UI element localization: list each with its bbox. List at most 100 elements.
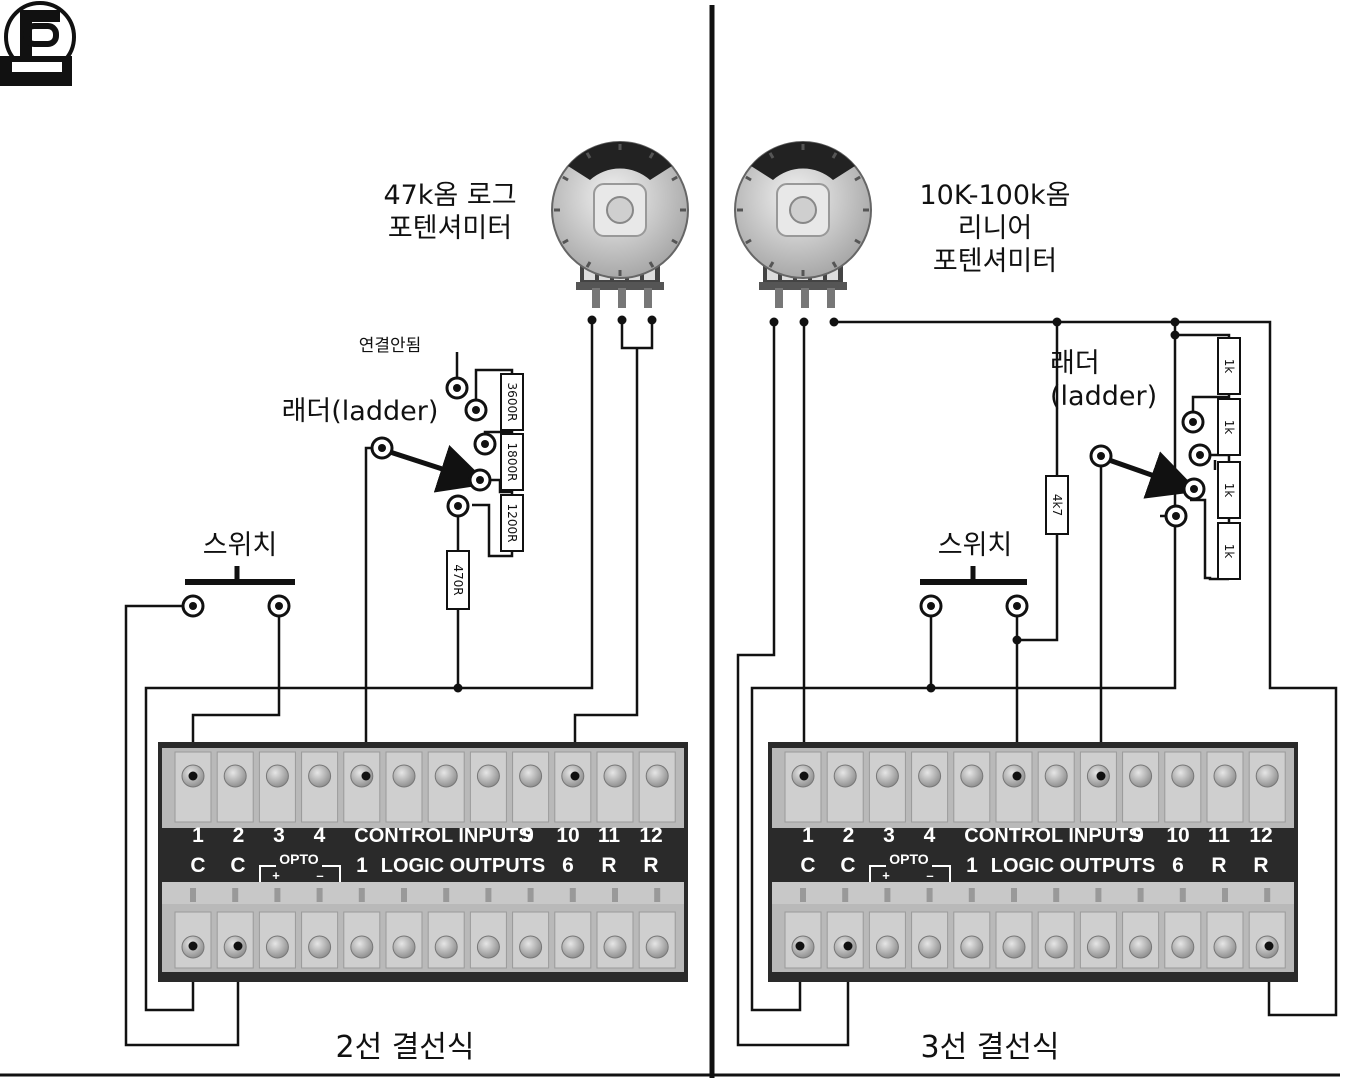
terminal-label: R (601, 854, 616, 877)
control-inputs-label: CONTROL INPUTS (964, 825, 1141, 847)
opto-label: OPTO (889, 851, 929, 867)
junction-dot (1096, 771, 1106, 781)
wire (474, 368, 514, 410)
screw-terminal (519, 935, 543, 959)
terminal-number: 9 (1132, 824, 1144, 847)
terminal-number: 1 (802, 824, 814, 847)
terminal-number: 2 (233, 824, 245, 847)
screw-terminal (308, 935, 332, 959)
left-caption: 2선 결선식 (335, 1030, 475, 1065)
terminal-label: 1 (966, 854, 978, 877)
resistor-4k7: 4k7 (1045, 475, 1069, 535)
resistor-470r: 470R (446, 550, 470, 610)
screw-terminal (1044, 935, 1068, 959)
logo-icon (0, 1, 76, 86)
wire (834, 320, 1338, 1017)
resistor-1200r: 1200R (500, 494, 524, 552)
svg-text:1800R: 1800R (505, 443, 519, 482)
screw-terminal (434, 764, 458, 788)
left-switch-label: 스위치 (202, 530, 278, 561)
right-ladder-label-line1: 래더 (1050, 348, 1100, 379)
screw-terminal (603, 935, 627, 959)
right-pot-label: 10K-100k옴 리니어 포텐셔미터 (895, 180, 1095, 279)
junction-dot (617, 315, 627, 325)
terminal-label: 1 (356, 854, 368, 877)
svg-text:1k: 1k (1222, 359, 1236, 374)
wire (1017, 534, 1059, 642)
screw-terminal (1171, 935, 1195, 959)
resistor-3600r: 3600R (500, 373, 524, 431)
terminal-number: 4 (314, 824, 326, 847)
switch-post-left (181, 594, 205, 618)
junction-dot (1012, 771, 1022, 781)
ladder-post-2 (1188, 443, 1212, 467)
ladder-wiper-post (370, 436, 394, 460)
screw-terminal (960, 935, 984, 959)
resistor-1k-1: 1k (1217, 337, 1241, 395)
wire (573, 348, 639, 776)
svg-text:470R: 470R (451, 564, 465, 595)
screw-terminal (1213, 764, 1237, 788)
screw-terminal (1213, 935, 1237, 959)
terminal-label: 6 (562, 854, 574, 877)
screw-terminal (392, 764, 416, 788)
screw-terminal (833, 764, 857, 788)
junction-dot (843, 941, 853, 951)
screw-terminal (918, 935, 942, 959)
right-switch-label: 스위치 (937, 530, 1013, 561)
right-potentiometer (734, 141, 872, 308)
junction-dot (188, 941, 198, 951)
terminal-label: C (800, 854, 815, 877)
terminal-number: 10 (1166, 824, 1189, 847)
junction-dot (799, 317, 809, 327)
screw-terminal (1171, 764, 1195, 788)
ladder-post-1 (464, 398, 488, 422)
logic-outputs-label: LOGIC OUTPUTS (991, 855, 1155, 877)
wire (144, 318, 594, 1012)
screw-terminal (645, 764, 669, 788)
opto-plus: + (272, 868, 280, 883)
terminal-label: R (1253, 854, 1268, 877)
terminal-label: R (1211, 854, 1226, 877)
terminal-label: 6 (1172, 854, 1184, 877)
ladder-post-3 (1182, 477, 1206, 501)
terminal-number: 1 (192, 824, 204, 847)
wiper-arrow (1108, 451, 1199, 499)
screw-terminal (645, 935, 669, 959)
ladder-post-2 (473, 432, 497, 456)
screw-terminal (1255, 764, 1279, 788)
terminal-number: 9 (522, 824, 534, 847)
screw-terminal (265, 764, 289, 788)
junction-dot (587, 315, 597, 325)
svg-text:1k: 1k (1222, 544, 1236, 559)
logic-outputs-label: LOGIC OUTPUTS (381, 855, 545, 877)
screw-terminal (1044, 764, 1068, 788)
right-ladder-label: 래더 (ladder) (1050, 348, 1165, 414)
screw-terminal (1002, 935, 1026, 959)
left-potentiometer (551, 141, 689, 308)
resistor-1k-4: 1k (1217, 522, 1241, 580)
screw-terminal (1129, 935, 1153, 959)
wire (620, 318, 654, 350)
right-ladder-label-line2: (ladder) (1050, 380, 1158, 412)
junction-dot (1170, 317, 1180, 327)
terminal-label: C (190, 854, 205, 877)
junction-dot (361, 771, 371, 781)
screw-terminal (561, 935, 585, 959)
screw-terminal (308, 764, 332, 788)
left-ladder-label: 래더(ladder) (281, 396, 439, 427)
terminal-number: 3 (273, 824, 285, 847)
wire (1190, 498, 1229, 581)
right-switch (920, 566, 1027, 585)
screw-terminal (603, 764, 627, 788)
terminal-number: 11 (1208, 824, 1231, 847)
junction-dot (829, 317, 839, 327)
screw-terminal (350, 935, 374, 959)
terminal-label: C (230, 854, 245, 877)
screw-terminal (875, 935, 899, 959)
wiper-arrow (389, 444, 490, 493)
screw-terminal (223, 764, 247, 788)
